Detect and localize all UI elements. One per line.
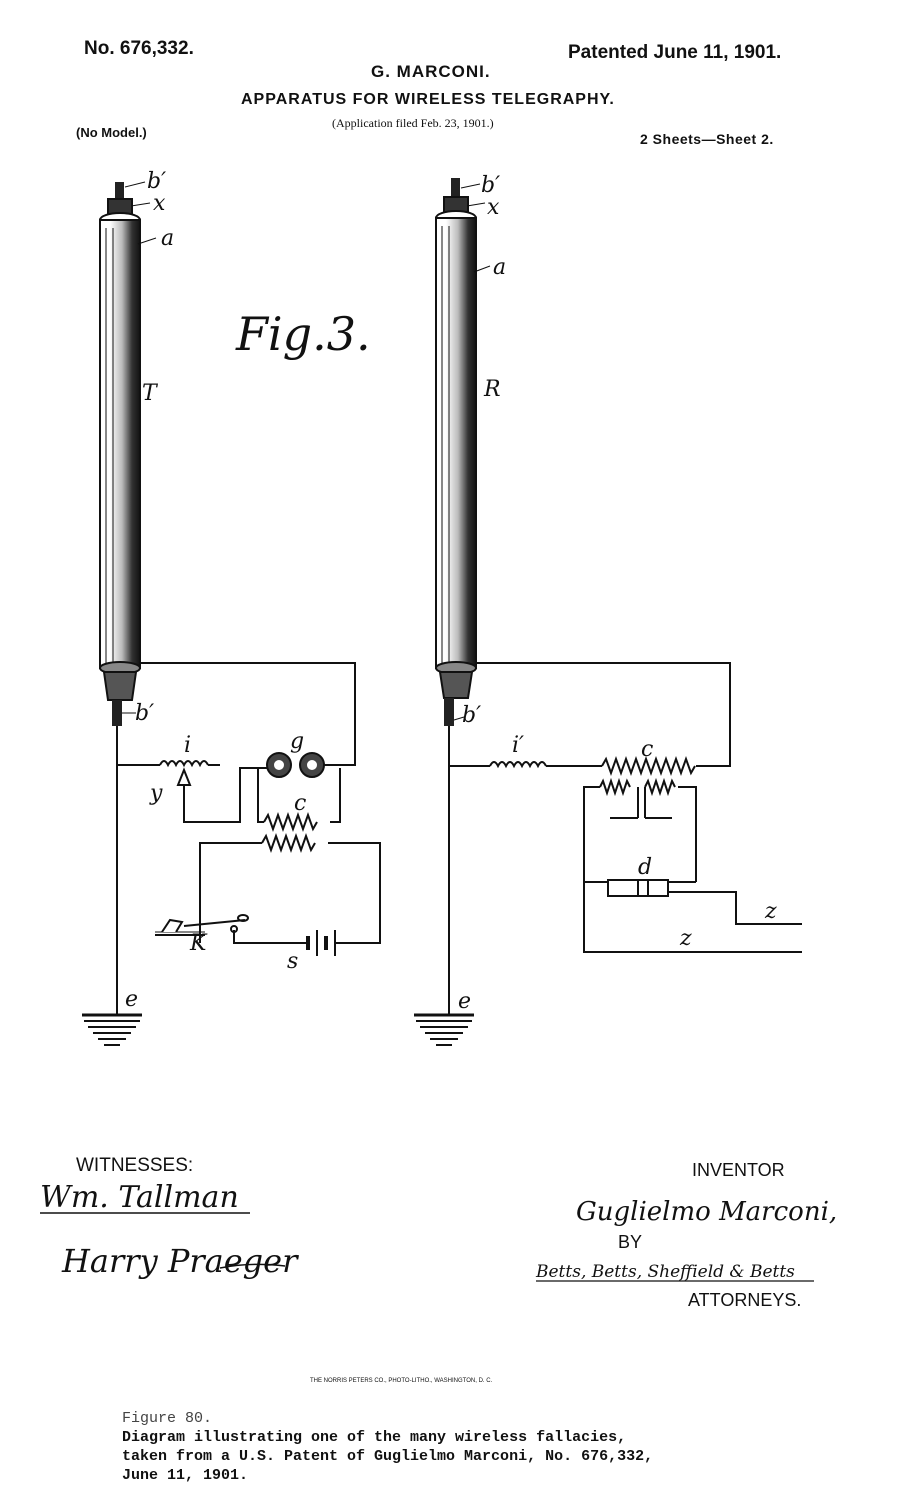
by-label: BY (618, 1232, 643, 1252)
label-c: c (294, 791, 306, 816)
transmitter-cylinder (99, 219, 141, 669)
label-s: s (287, 949, 298, 974)
sheet-number: 2 Sheets—Sheet 2. (640, 131, 774, 147)
patented-date: Patented June 11, 1901. (568, 42, 782, 63)
patent-number: No. 676,332. (84, 38, 194, 59)
inventor-heading: INVENTOR (692, 1160, 785, 1180)
figure-label: Fig.3. (235, 307, 371, 361)
primary-coil (261, 833, 316, 853)
r-label-c: c (641, 737, 653, 762)
label-x: x (153, 191, 166, 216)
coil-i (159, 760, 209, 768)
label-g: g (290, 729, 304, 754)
transmitter-labels: b′ x a T b′ i g c y K s e (122, 169, 306, 1012)
witness-signature-1: Wm. Tallman (40, 1180, 239, 1215)
coil-i-prime (489, 761, 547, 769)
receiver-coil-c (601, 756, 696, 776)
r-label-x: x (487, 195, 500, 220)
caption-line-3: June 11, 1901. (122, 1467, 249, 1484)
r-label-e: e (458, 989, 471, 1014)
attorneys-signature: Betts, Betts, Sheffield & Betts (535, 1262, 795, 1282)
r-label-i: i′ (512, 733, 524, 758)
witness-signature-2: Harry Praeger (61, 1242, 299, 1280)
witnesses-heading: WITNESSES: (76, 1155, 194, 1176)
label-b-bottom: b′ (135, 701, 154, 726)
r-label-z-upper: z (764, 899, 777, 924)
attorneys-label: ATTORNEYS. (688, 1290, 802, 1310)
label-K: K (189, 931, 208, 956)
induction-coil-c (263, 812, 318, 832)
label-y: y (149, 781, 163, 806)
inventor-signature: Guglielmo Marconi, (576, 1197, 837, 1227)
label-b-top: b′ (147, 169, 166, 194)
label-e: e (125, 987, 138, 1012)
label-i: i (184, 733, 191, 758)
r-label-b-bottom: b′ (462, 703, 481, 728)
inventor-name: G. MARCONI. (371, 62, 491, 81)
receiver-apparatus (414, 178, 802, 1046)
label-T: T (142, 381, 159, 406)
patent-title: APPARATUS FOR WIRELESS TELEGRAPHY. (241, 91, 615, 108)
top-rod-b (115, 182, 124, 202)
r-label-z-lower: z (679, 926, 692, 951)
label-a: a (161, 226, 174, 251)
caption-figure-number: Figure 80. (122, 1410, 213, 1427)
receiver-labels: b′ x a R b′ i′ c d z z e (453, 173, 777, 1014)
caption-line-1: Diagram illustrating one of the many wir… (122, 1429, 627, 1446)
no-model-note: (No Model.) (76, 125, 147, 140)
application-filed: (Application filed Feb. 23, 1901.) (332, 116, 494, 130)
wire-z-upper (668, 891, 802, 925)
r-label-b-top: b′ (481, 173, 500, 198)
r-label-a: a (493, 255, 506, 280)
printer-imprint: THE NORRIS PETERS CO., PHOTO-LITHO., WAS… (310, 1378, 493, 1384)
r-label-d: d (638, 855, 652, 880)
r-label-R: R (483, 377, 501, 402)
caption-line-2: taken from a U.S. Patent of Guglielmo Ma… (122, 1448, 654, 1465)
wire-z-lower (583, 882, 802, 953)
receiver-cylinder (435, 217, 477, 669)
transmitter-apparatus (82, 182, 381, 1046)
